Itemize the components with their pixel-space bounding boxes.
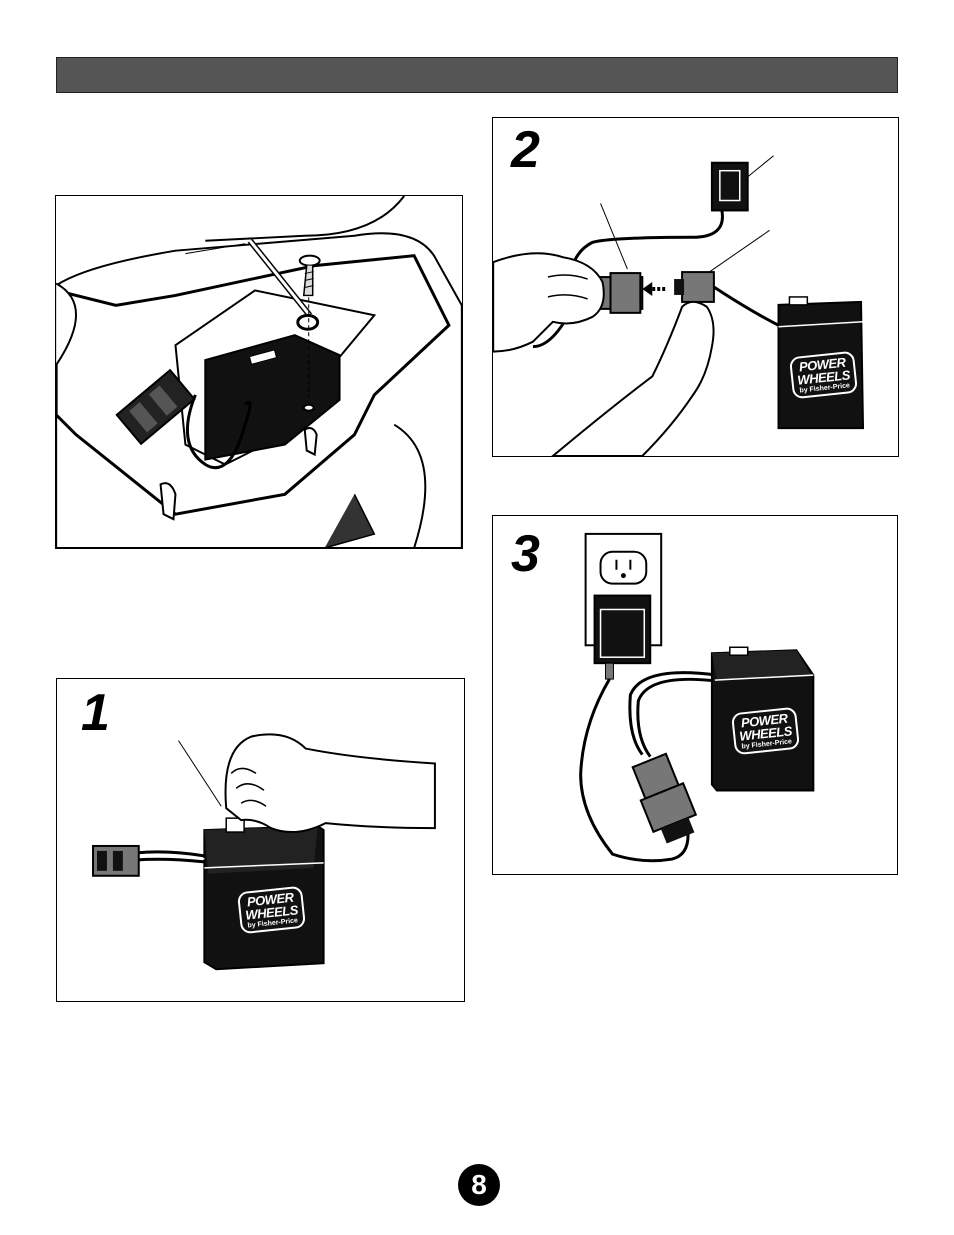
page-number-badge: 8 — [458, 1164, 500, 1206]
step-3-panel: 3 POWER WHEELS by Fisher-Price — [492, 515, 898, 875]
battery-logo: POWER WHEELS by Fisher-Price — [730, 706, 800, 756]
step-1-panel: 1 POWER WHEELS by Fisher-Price — [56, 678, 465, 1002]
step-1-number: 1 — [81, 684, 110, 742]
battery-logo: POWER WHEELS by Fisher-Price — [788, 350, 858, 400]
battery-compartment-illustration — [55, 195, 463, 549]
section-header-bar — [56, 57, 898, 93]
battery-logo: POWER WHEELS by Fisher-Price — [236, 885, 306, 935]
step-2-connect-drawing — [493, 155, 865, 456]
step-3-number: 3 — [511, 525, 540, 583]
battery-compartment-drawing — [56, 196, 462, 548]
step-2-number: 2 — [511, 121, 540, 179]
step-2-panel: 2 POWER WHEELS by Fisher-Price — [492, 117, 899, 457]
step-3-charging-drawing — [579, 532, 815, 863]
step-1-battery-drawing — [92, 733, 436, 971]
